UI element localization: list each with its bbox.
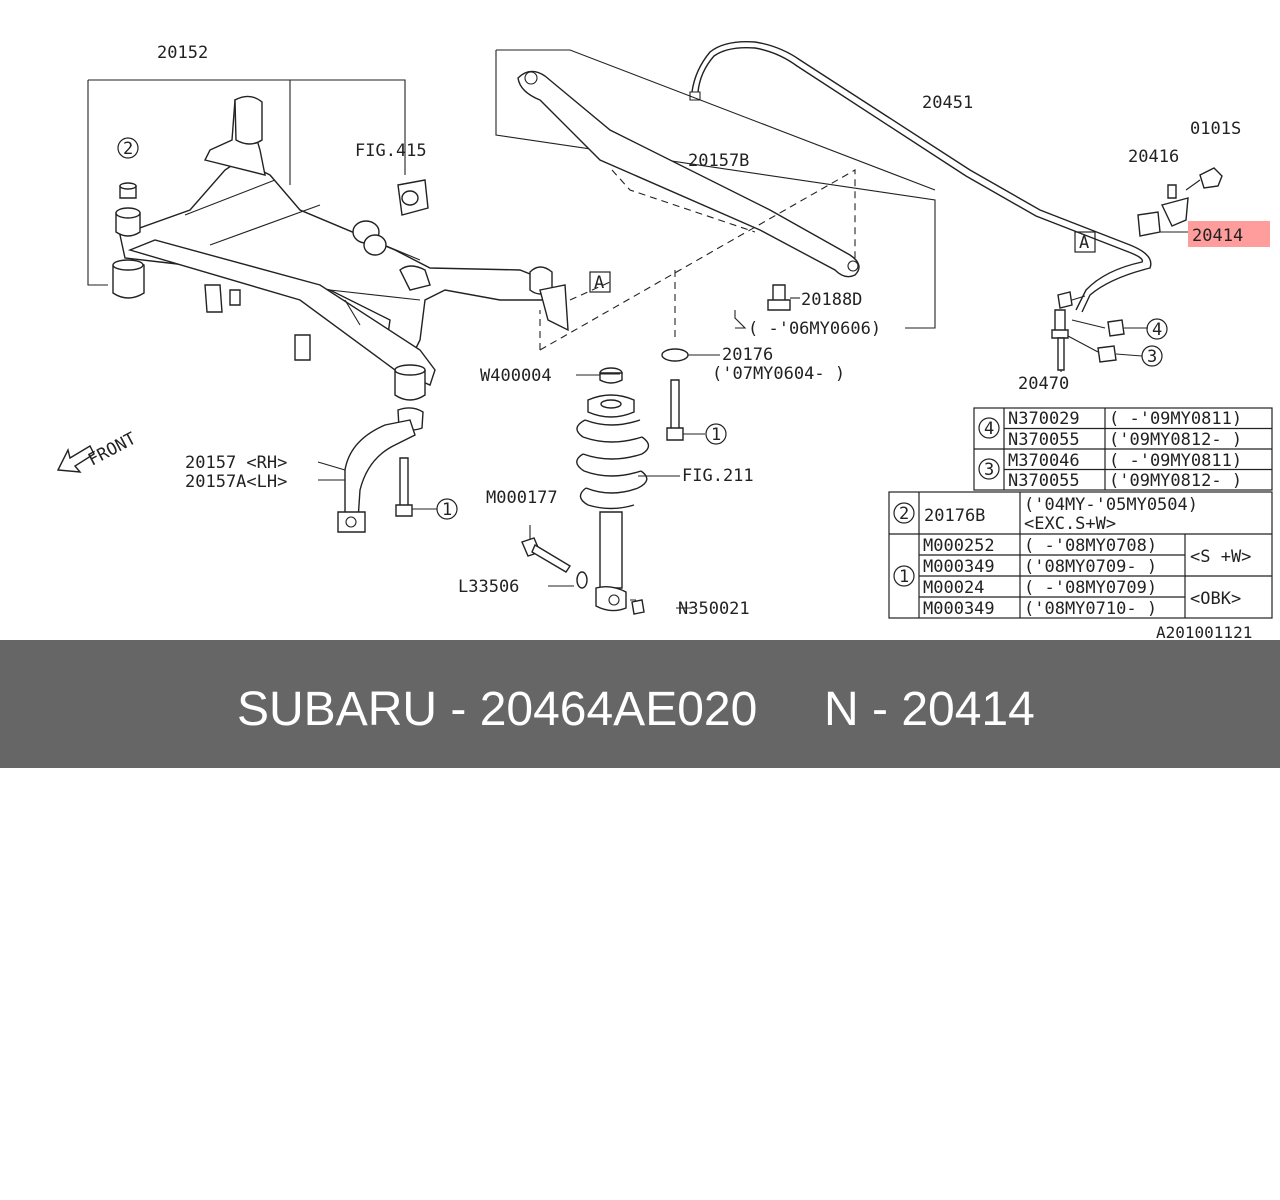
nut-table-part: N370055 xyxy=(1008,471,1080,491)
nut-table-range: ( -'09MY0811) xyxy=(1109,451,1242,471)
bolt-table-range: ('08MY0710- ) xyxy=(1024,599,1157,619)
front-arrow-icon xyxy=(56,445,95,473)
callout-2: 2 xyxy=(123,139,133,159)
bolt-table-part: M000349 xyxy=(923,557,995,577)
nut-table-part: N370029 xyxy=(1008,409,1080,429)
stabilizer-bar-drawing xyxy=(689,41,1223,372)
label-front: FRONT xyxy=(85,429,140,471)
highlight-20414 xyxy=(1188,221,1270,247)
bolt-table-note: <OBK> xyxy=(1190,589,1241,609)
footer-caption: SUBARU - 20464AE020 N - 20414 xyxy=(0,640,1280,768)
bolt-table: 2 1 20176B ('04MY-'05MY0504) <EXC.S+W> M… xyxy=(888,491,1273,619)
label-0101s: 0101S xyxy=(1190,119,1241,139)
marker-a-stabilizer: A xyxy=(1079,233,1089,253)
subframe-drawing xyxy=(87,79,569,431)
nut-table-ref-4: 4 xyxy=(984,419,994,439)
nut-table-part: M370046 xyxy=(1008,451,1080,471)
diagram-id: A201001121 xyxy=(1156,623,1252,640)
nut-table-ref-3: 3 xyxy=(984,460,994,480)
label-20416: 20416 xyxy=(1128,147,1179,167)
dashed-reference-lines xyxy=(539,169,856,351)
label-20451: 20451 xyxy=(922,93,973,113)
label-20176: 20176 xyxy=(722,345,773,365)
bolt-table-note: <EXC.S+W> xyxy=(1024,514,1116,534)
label-range-07my0604: ('07MY0604- ) xyxy=(712,364,845,384)
marker-a-frame xyxy=(1074,231,1096,253)
footer-ref: N - 20414 xyxy=(824,683,1035,736)
callout-4: 4 xyxy=(1152,320,1162,340)
parts-diagram: 20152 FIG.415 20157B 20188D ( -'06MY0606… xyxy=(56,41,1273,640)
trailing-link-drawing xyxy=(495,49,936,329)
label-20470: 20470 xyxy=(1018,374,1069,394)
bolt-table-part: M000252 xyxy=(923,536,995,556)
bolt-table-range: ('04MY-'05MY0504) xyxy=(1024,495,1198,515)
label-20152: 20152 xyxy=(157,43,208,63)
callout-1-arm: 1 xyxy=(442,500,452,520)
label-20157a-lh: 20157A<LH> xyxy=(185,472,287,492)
label-20157-rh: 20157 <RH> xyxy=(185,453,287,473)
bolt-table-ref-2: 2 xyxy=(899,504,909,524)
label-fig-415: FIG.415 xyxy=(355,141,427,161)
callout-3: 3 xyxy=(1147,347,1157,367)
bolt-table-range: ('08MY0709- ) xyxy=(1024,557,1157,577)
footer-bar: SUBARU - 20464AE020 N - 20414 xyxy=(0,640,1280,768)
bolt-table-note: <S +W> xyxy=(1190,547,1251,567)
lateral-arm-drawing xyxy=(317,419,416,533)
label-range-06my0606: ( -'06MY0606) xyxy=(748,319,881,339)
label-20157b: 20157B xyxy=(688,151,749,171)
label-20188d: 20188D xyxy=(801,290,862,310)
nut-table-range: ('09MY0812- ) xyxy=(1109,430,1242,450)
label-fig-211: FIG.211 xyxy=(682,466,754,486)
bolt-table-ref-1: 1 xyxy=(899,567,909,587)
footer-brand-part: SUBARU - 20464AE020 xyxy=(237,683,758,736)
bolt-table-part: M000349 xyxy=(923,599,995,619)
nut-table-range: ('09MY0812- ) xyxy=(1109,471,1242,491)
marker-a-subframe: A xyxy=(594,273,604,293)
bolt-table-range: ( -'08MY0709) xyxy=(1024,578,1157,598)
bolt-table-part: 20176B xyxy=(924,506,985,526)
nut-table-part: N370055 xyxy=(1008,430,1080,450)
callout-1-strut: 1 xyxy=(711,425,721,445)
label-20414: 20414 xyxy=(1192,226,1243,246)
bolt-table-part: M00024 xyxy=(923,578,984,598)
label-l33506: L33506 xyxy=(458,577,519,597)
label-w400004: W400004 xyxy=(480,366,552,386)
label-n350021: N350021 xyxy=(678,599,750,619)
shock-absorber-drawing xyxy=(521,348,720,615)
nut-table: 4 3 N370029 ( -'09MY0811) N370055 ('09MY… xyxy=(973,407,1273,491)
label-m000177: M000177 xyxy=(486,488,558,508)
nut-table-range: ( -'09MY0811) xyxy=(1109,409,1242,429)
bolt-table-range: ( -'08MY0708) xyxy=(1024,536,1157,556)
marker-a-frame-2 xyxy=(589,271,611,293)
